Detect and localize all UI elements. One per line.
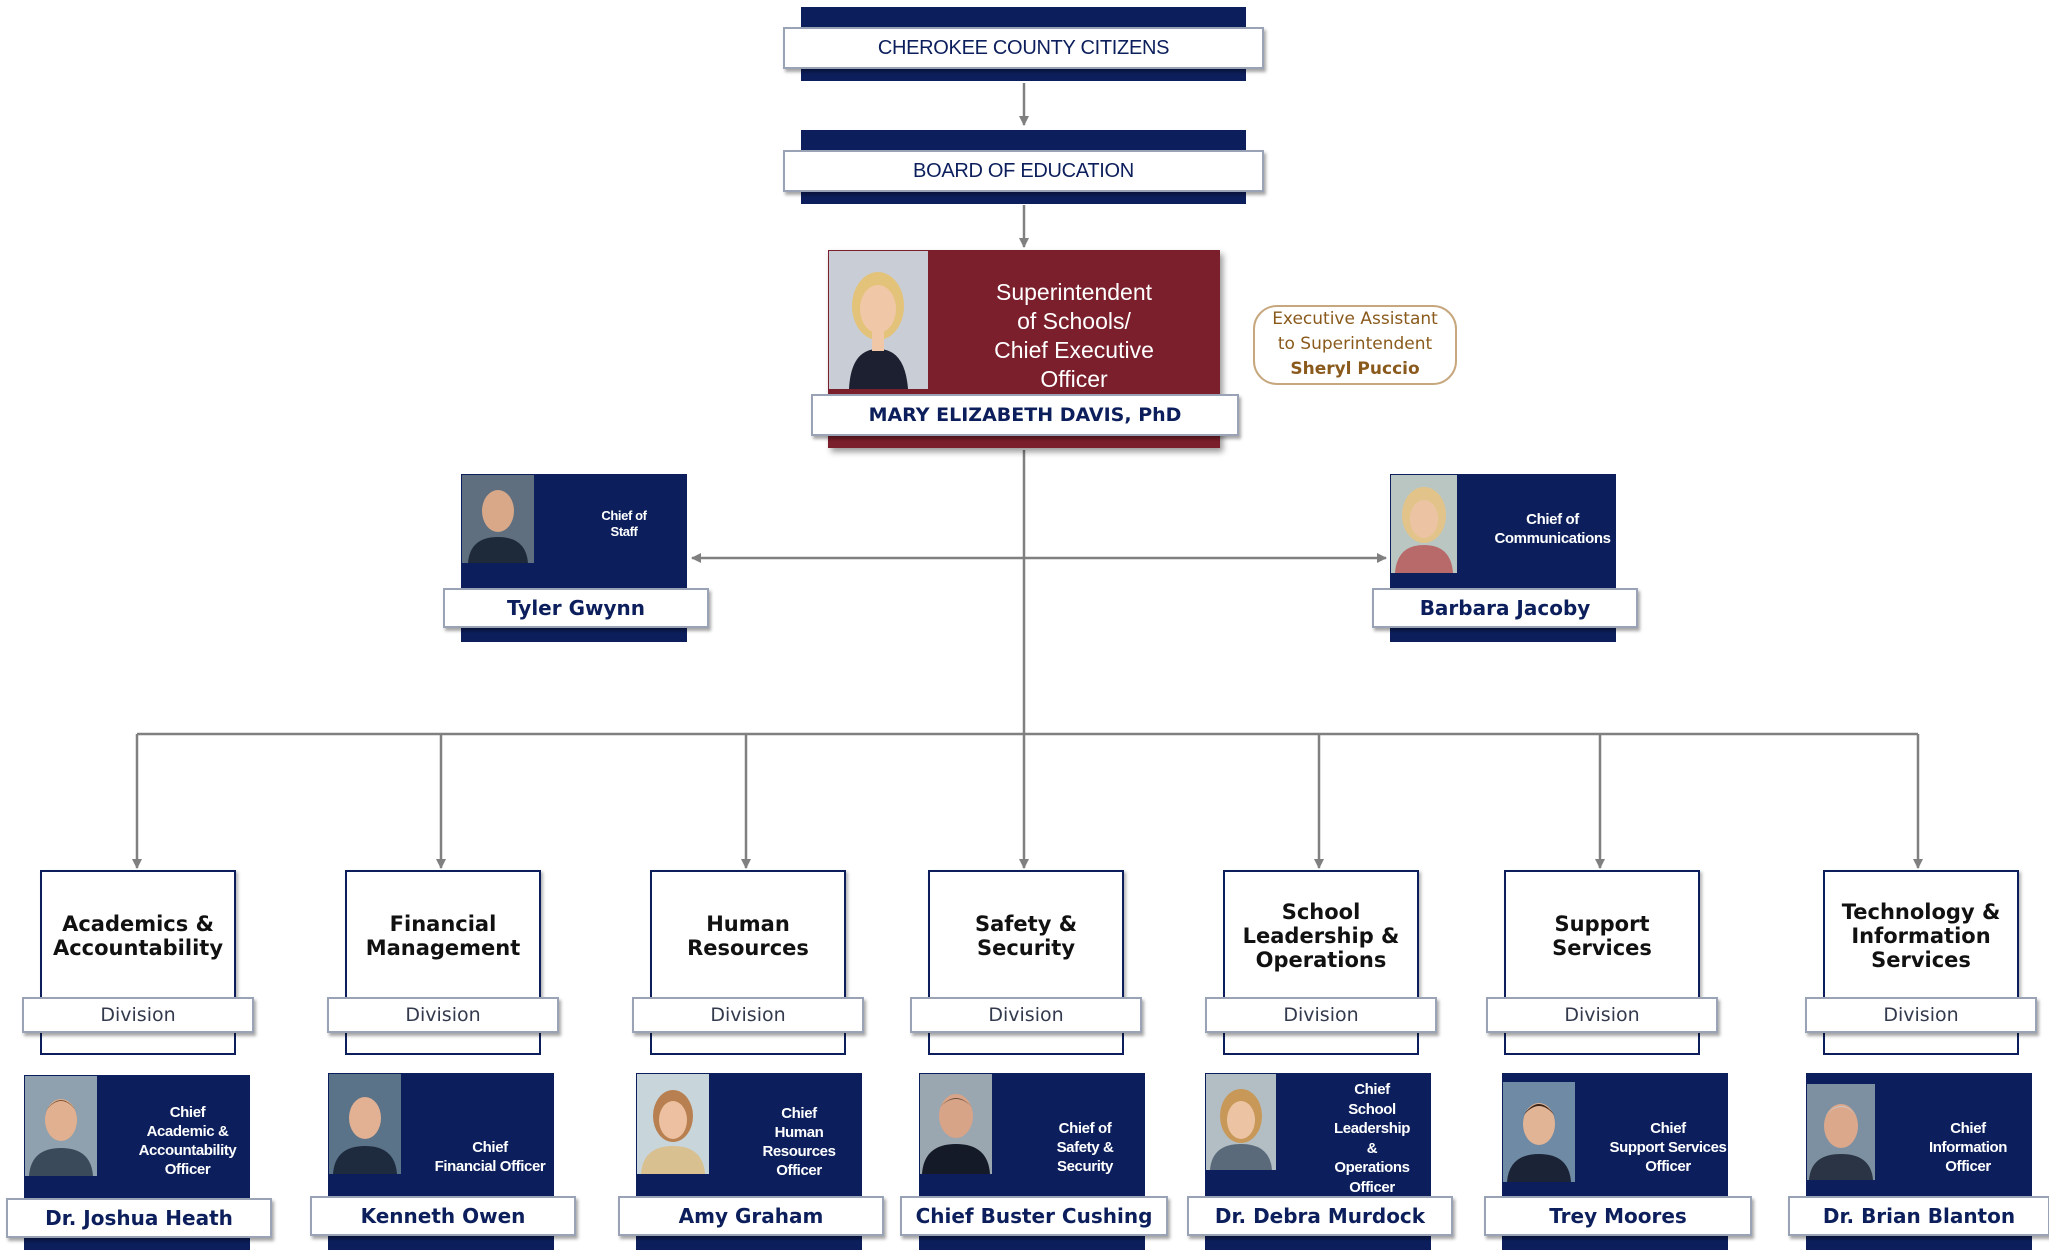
division-band: Division xyxy=(327,997,559,1033)
executive-assistant-box: Executive Assistant to Superintendent Sh… xyxy=(1253,305,1457,385)
division-title: Safety &Security xyxy=(928,870,1124,1002)
division-title: Academics &Accountability xyxy=(40,870,236,1002)
superintendent-title: Superintendent of Schools/ Chief Executi… xyxy=(994,279,1154,392)
division-4-photo xyxy=(920,1074,992,1174)
division-6-officer-name: Trey Moores xyxy=(1484,1196,1752,1236)
division-band: Division xyxy=(22,997,254,1033)
chief-of-communications-photo xyxy=(1391,475,1457,573)
division-1-officer-name: Dr. Joshua Heath xyxy=(6,1198,272,1238)
division-band: Division xyxy=(1486,997,1718,1033)
division-2-officer-name: Kenneth Owen xyxy=(310,1196,576,1236)
division-2-photo xyxy=(329,1074,401,1174)
division-band: Division xyxy=(910,997,1142,1033)
superintendent-name: MARY ELIZABETH DAVIS, PhD xyxy=(811,394,1239,436)
division-7-officer-name: Dr. Brian Blanton xyxy=(1788,1196,2049,1236)
division-6-photo xyxy=(1503,1082,1575,1182)
division-5-officer-name: Dr. Debra Murdock xyxy=(1187,1196,1453,1236)
citizens-label: CHEROKEE COUNTY CITIZENS xyxy=(783,27,1264,69)
division-band: Division xyxy=(632,997,864,1033)
division-7-photo xyxy=(1807,1084,1875,1180)
superintendent-photo xyxy=(829,251,928,389)
division-band: Division xyxy=(1805,997,2037,1033)
board-of-education-box: BOARD OF EDUCATION xyxy=(783,130,1264,204)
division-3-photo xyxy=(637,1074,709,1174)
division-5-photo xyxy=(1206,1074,1276,1170)
division-band: Division xyxy=(1205,997,1437,1033)
division-4-officer-name: Chief Buster Cushing xyxy=(900,1196,1168,1236)
board-label: BOARD OF EDUCATION xyxy=(783,150,1264,192)
chief-of-staff-photo xyxy=(462,475,534,563)
division-3-officer-name: Amy Graham xyxy=(618,1196,884,1236)
chief-of-staff-name: Tyler Gwynn xyxy=(443,588,709,628)
citizens-box: CHEROKEE COUNTY CITIZENS xyxy=(783,7,1264,81)
division-1-photo xyxy=(25,1076,97,1176)
chief-of-communications-name: Barbara Jacoby xyxy=(1372,588,1638,628)
